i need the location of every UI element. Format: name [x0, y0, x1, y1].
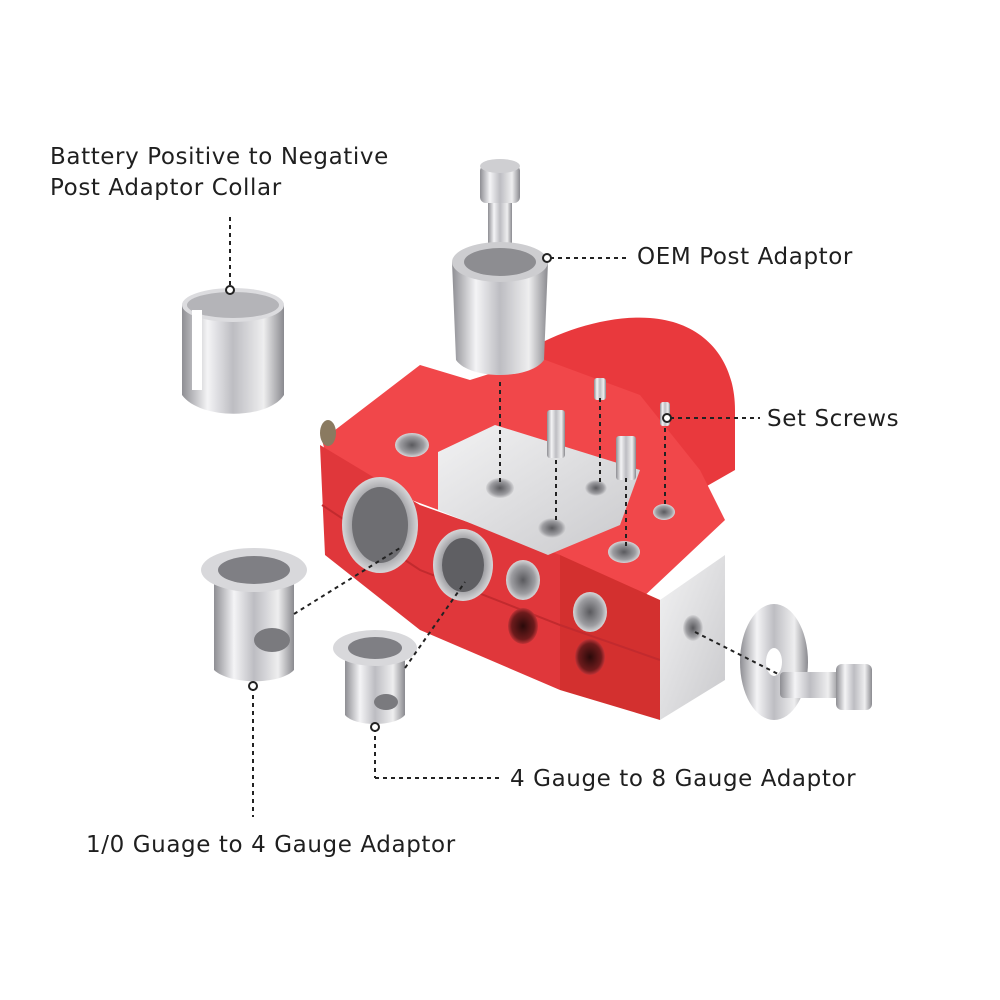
leader-48-horiz: [404, 581, 466, 669]
leader-dots: [225, 253, 672, 732]
collar-label-line2: Post Adaptor Collar: [50, 175, 282, 201]
gauge-10-to-4-adaptor-part: [201, 548, 307, 682]
collar-label: Battery Positive to Negative Post Adapto…: [50, 142, 389, 204]
adaptor-collar-part: [182, 288, 284, 414]
oem-post-adaptor-label: OEM Post Adaptor: [637, 244, 853, 270]
oem-post-adaptor-part: [452, 159, 548, 375]
side-bolt-head: [320, 420, 336, 446]
collar-label-line1: Battery Positive to Negative: [50, 144, 389, 170]
gauge-4-to-8-label: 4 Gauge to 8 Gauge Adaptor: [510, 766, 857, 792]
terminal-top-plate: [438, 425, 640, 555]
end-plate-thread-hole: [683, 615, 703, 641]
gauge-10-to-4-label: 1/0 Guage to 4 Gauge Adaptor: [86, 832, 456, 858]
set-screws-label: Set Screws: [767, 406, 900, 432]
gauge-4-to-8-adaptor-part: [333, 630, 417, 724]
top-threaded-holes: [395, 433, 675, 563]
leader-lines: [229, 217, 781, 817]
leader-10-4-horiz: [293, 547, 401, 615]
washer-and-bolt-part: [740, 604, 872, 720]
